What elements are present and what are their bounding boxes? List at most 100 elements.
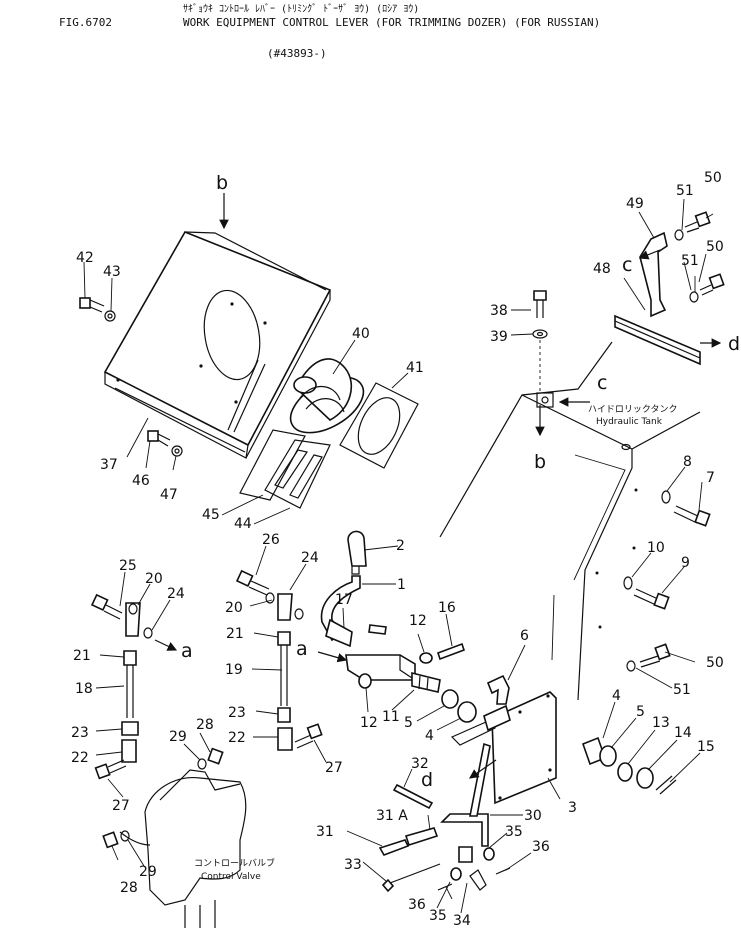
- part-number: 50: [706, 239, 724, 255]
- part-number: 11: [382, 709, 400, 725]
- part-number: 38: [490, 303, 508, 319]
- bolt-7-8: [661, 490, 711, 527]
- part-number: 25: [119, 558, 137, 574]
- part-number: 22: [71, 750, 89, 766]
- view-letter-a: a: [181, 640, 193, 662]
- part-number: 28: [120, 880, 138, 896]
- part-number: 10: [647, 540, 665, 556]
- part-number: 12: [360, 715, 378, 731]
- view-letters: b b c c d d a a: [181, 172, 740, 791]
- part-number: 43: [103, 264, 121, 280]
- title-english: WORK EQUIPMENT CONTROL LEVER (FOR TRIMMI…: [183, 16, 601, 29]
- part-number: 33: [344, 857, 362, 873]
- part-number: 22: [228, 730, 246, 746]
- elbow-6: [486, 674, 510, 705]
- part-number: 24: [301, 550, 319, 566]
- part-number: 13: [652, 715, 670, 731]
- part-number: 47: [160, 487, 178, 503]
- lever-30: [440, 742, 491, 863]
- part-number: 46: [132, 473, 150, 489]
- part-number: 20: [145, 571, 163, 587]
- part-number: 37: [100, 457, 118, 473]
- part-number: 51: [673, 682, 691, 698]
- part-number: 7: [706, 470, 715, 486]
- part-number: 5: [404, 715, 413, 731]
- part-number: 1: [397, 577, 406, 593]
- part-number: 45: [202, 507, 220, 523]
- view-letter-c: c: [597, 372, 607, 394]
- view-letter-d: d: [728, 333, 740, 355]
- part-number: 23: [228, 705, 246, 721]
- part-number: 50: [706, 655, 724, 671]
- bolt-38-39: [532, 290, 548, 393]
- part-number: 35: [505, 824, 523, 840]
- control-valve: [102, 747, 247, 928]
- part-number: 26: [262, 532, 280, 548]
- bracket-48: [614, 314, 701, 366]
- bolt-42-43: [79, 297, 116, 322]
- cover-assembly: [103, 230, 332, 459]
- title-katakana: ｻｷﾞｮｳｷ ｺﾝﾄﾛｰﾙ ﾚﾊﾞｰ (ﾄﾘﾐﾝｸﾞ ﾄﾞｰｻﾞ ﾖｳ) (ﾛｼ…: [183, 4, 420, 15]
- part-number: 27: [325, 760, 343, 776]
- part-number: 35: [429, 908, 447, 924]
- pin-31: [378, 827, 439, 856]
- pin-32: [392, 783, 434, 810]
- part-number: 6: [520, 628, 529, 644]
- part-number: 41: [406, 360, 424, 376]
- gasket-44-45: [239, 429, 331, 509]
- part-number: 24: [167, 586, 185, 602]
- view-letter-b: b: [216, 172, 228, 194]
- pin-33: [381, 863, 441, 893]
- part-number: 3: [568, 800, 577, 816]
- hydraulic-tank-label-en: Hydraulic Tank: [596, 417, 663, 427]
- clip-34-35-36: [437, 847, 511, 891]
- part-number: 27: [112, 798, 130, 814]
- part-number: 29: [169, 729, 187, 745]
- serial-range: (#43893-): [267, 47, 327, 60]
- part-numbers: 2 1 3 4 4 5 5 6 7 8 9 10 11 12 12 13 14 …: [71, 170, 724, 928]
- hydraulic-tank-label-jp: ハイドロリックタンク: [588, 404, 677, 415]
- part-number: 12: [409, 613, 427, 629]
- part-number: 9: [681, 555, 690, 571]
- bushing-4-5-left: [441, 689, 477, 723]
- figure-number: FIG.6702: [59, 16, 112, 29]
- part-number: 49: [626, 196, 644, 212]
- view-letter-c: c: [622, 254, 632, 276]
- part-number: 20: [225, 600, 243, 616]
- part-number: 4: [425, 728, 434, 744]
- bushing-12: [419, 652, 433, 664]
- part-number: 36: [532, 839, 550, 855]
- part-number: 28: [196, 717, 214, 733]
- linkage-18: [90, 593, 153, 780]
- part-number: 14: [674, 725, 692, 741]
- part-number: 4: [612, 688, 621, 704]
- plate-41: [339, 382, 419, 469]
- knob-2: [347, 530, 367, 575]
- part-number: 5: [636, 704, 645, 720]
- pin-16: [436, 642, 466, 661]
- leader-lines: [83, 198, 714, 914]
- part-number: 15: [697, 739, 715, 755]
- view-letter-a: a: [296, 638, 308, 660]
- hydraulic-tank: [439, 341, 701, 701]
- part-number: 32: [411, 756, 429, 772]
- view-letter-d: d: [421, 769, 433, 791]
- part-number: 40: [352, 326, 370, 342]
- part-number: 34: [453, 913, 471, 928]
- part-number: 42: [76, 250, 94, 266]
- part-number: 51: [676, 183, 694, 199]
- part-number: 44: [234, 516, 252, 532]
- boot-40: [289, 358, 365, 434]
- part-number: 36: [408, 897, 426, 913]
- part-number: 48: [593, 261, 611, 277]
- bracket-3: [450, 691, 557, 805]
- bolt-9-10: [623, 546, 670, 610]
- view-arrows: [154, 193, 722, 779]
- part-number: 21: [226, 626, 244, 642]
- part-number: 30: [524, 808, 542, 824]
- part-number: 8: [683, 454, 692, 470]
- bolt-50-51-bottom: [626, 643, 671, 672]
- part-number: 18: [75, 681, 93, 697]
- part-number: 16: [438, 600, 456, 616]
